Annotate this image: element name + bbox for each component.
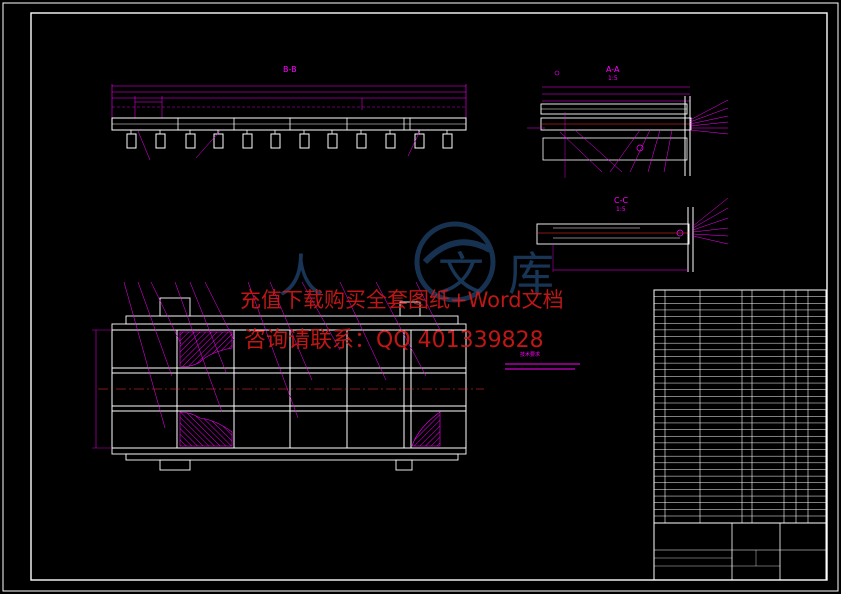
- plan-view: [92, 281, 484, 471]
- watermark-logo-char-1: 人: [278, 249, 324, 303]
- inner-frame: [30, 12, 828, 581]
- watermark-logo: [414, 221, 496, 303]
- technical-requirements: 技术要求: [505, 351, 580, 370]
- watermark-line-1: 充值下载购买全套图纸+Word文档: [240, 288, 564, 312]
- watermark-line-2: 咨询请联系：QQ 401339828: [244, 328, 544, 353]
- view-label-bb: B-B: [283, 65, 297, 74]
- section-view-cc: C-C 1:5: [536, 196, 729, 272]
- section-view-aa: A-A 1:5: [527, 65, 729, 178]
- title-block: [653, 289, 827, 581]
- view-label-cc: C-C: [614, 196, 628, 205]
- watermark-logo-char-3: 库: [508, 247, 554, 301]
- view-scale-cc: 1:5: [616, 206, 626, 213]
- watermark-logo-char-2: 文: [438, 247, 484, 301]
- tech-req-title: 技术要求: [520, 351, 540, 358]
- view-scale-aa: 1:5: [608, 75, 618, 82]
- section-view-bb: B-B: [111, 65, 467, 161]
- view-label-aa: A-A: [606, 65, 620, 74]
